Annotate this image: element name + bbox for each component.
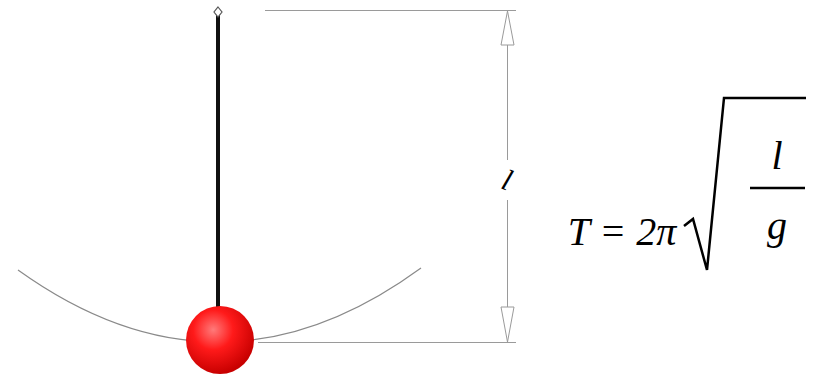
fraction-bar [750,187,805,190]
extension-line [265,10,516,11]
formula-text: T = 2π [568,212,677,252]
dimension-label: l [494,162,519,199]
dimension-line [507,200,508,307]
dimension-arrowhead [501,11,514,45]
pendulum-rod [216,13,220,310]
pivot-point [214,7,222,17]
formula-denominator: g [767,206,787,246]
dimension-line [507,45,508,160]
extension-line [258,342,516,343]
dimension-arrowhead [501,307,514,342]
pendulum-bob [186,306,254,374]
formula-numerator: l [771,136,782,176]
radical-sign [684,98,806,270]
